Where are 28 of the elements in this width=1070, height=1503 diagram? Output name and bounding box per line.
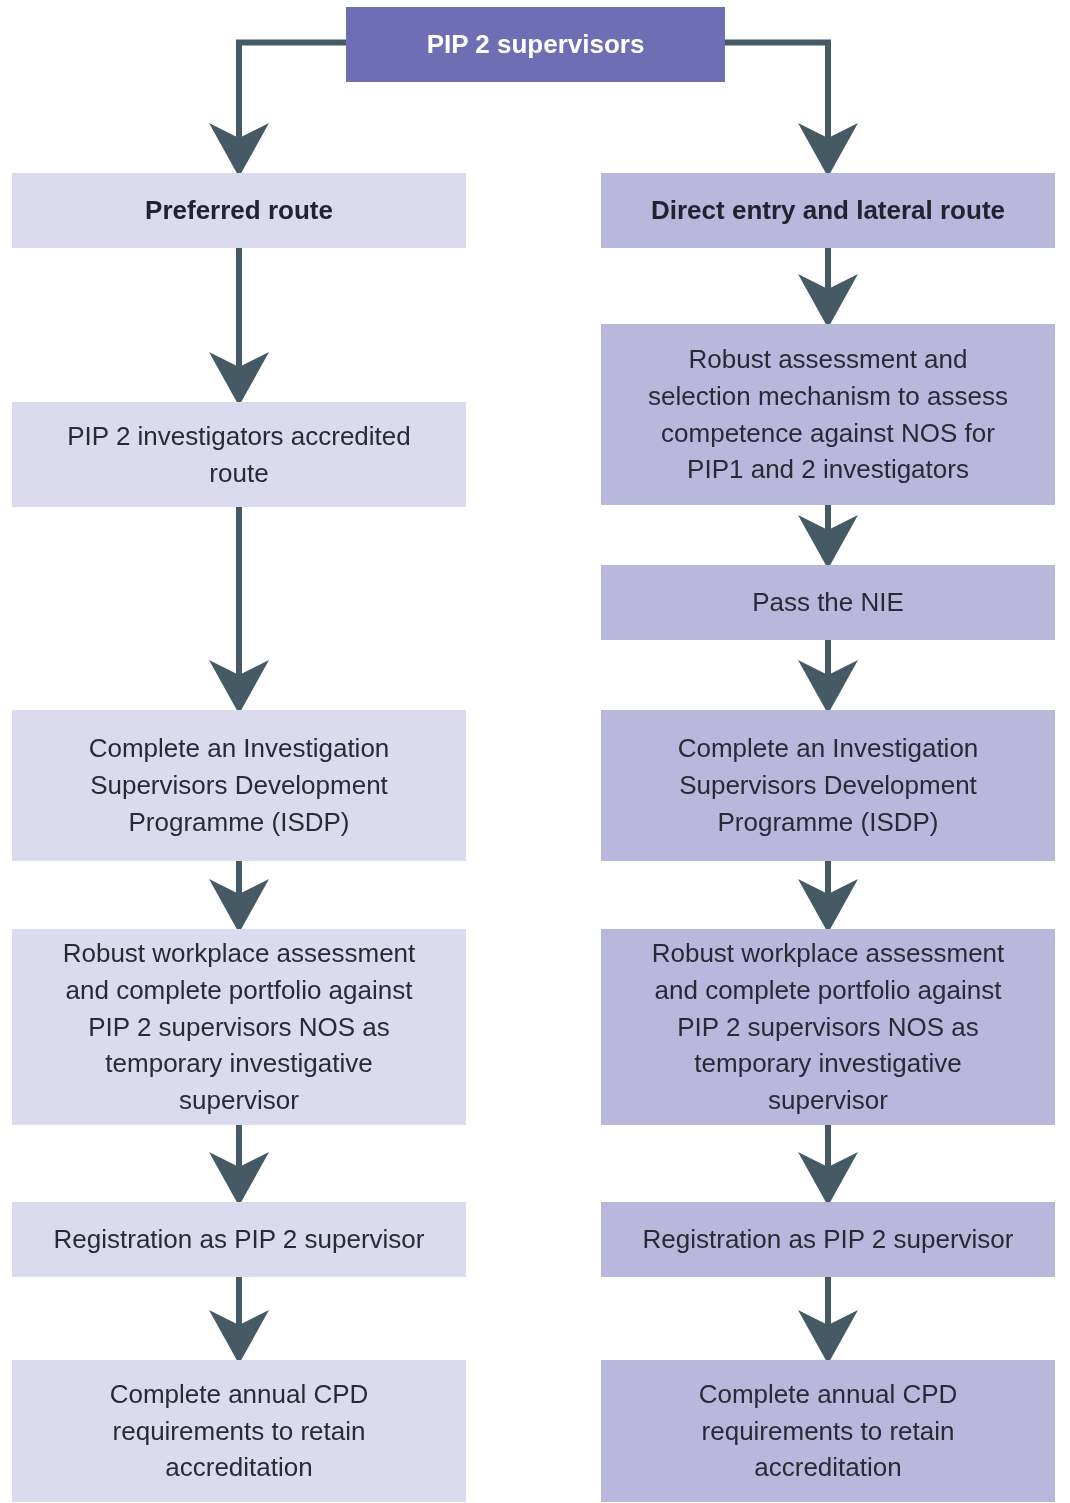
process-box (601, 324, 1055, 505)
process-box (12, 929, 466, 1125)
box-text: Preferred route (145, 194, 333, 228)
box-text: Pass the NIE (752, 586, 904, 620)
process-box (12, 173, 466, 248)
box-text: Robust workplace assessment and complete portfolio against PIP 2 supervisors NOS as temporary investigative supervisor (650, 936, 1006, 1118)
process-box (601, 173, 1055, 248)
process-box (346, 7, 725, 82)
box-text: Registration as PIP 2 supervisor (642, 1223, 1014, 1257)
box-text: Robust workplace assessment and complete portfolio against PIP 2 supervisors NOS as temporary investigative supervisor (61, 936, 417, 1118)
process-box (12, 1202, 466, 1277)
process-box (12, 710, 466, 861)
process-box (601, 710, 1055, 861)
box-text: Registration as PIP 2 supervisor (53, 1223, 425, 1257)
process-box (601, 1360, 1055, 1502)
box-text: Complete an Investigation Supervisors Development Programme (ISDP) (676, 732, 980, 839)
box-text: Complete annual CPD requirements to retain accreditation (108, 1377, 370, 1485)
process-box (12, 1360, 466, 1502)
process-box (601, 1202, 1055, 1277)
box-text: Complete annual CPD requirements to retain accreditation (697, 1377, 959, 1485)
box-text: Robust assessment and selection mechanism to assess competence against NOS for PIP1 and 2 investigators (647, 342, 1009, 487)
box-text: PIP 2 supervisors (426, 28, 645, 62)
process-box (12, 402, 466, 507)
process-box (601, 929, 1055, 1125)
box-text: Direct entry and lateral route (651, 194, 1005, 228)
process-box (601, 565, 1055, 640)
box-text: Complete an Investigation Supervisors Development Programme (ISDP) (87, 732, 391, 839)
box-text: PIP 2 investigators accredited route (66, 419, 412, 490)
